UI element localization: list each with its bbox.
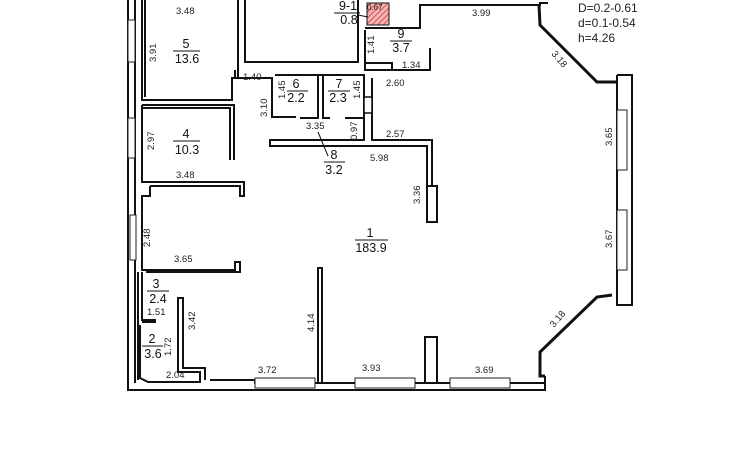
- walls: [127, 0, 633, 391]
- label-text: 0.67: [367, 3, 383, 12]
- label-text: 3.93: [362, 363, 381, 374]
- window: [129, 214, 137, 261]
- label-text: 1.34: [402, 60, 421, 71]
- label-text: 2.60: [386, 78, 405, 89]
- room-label-3: 32.4: [147, 277, 169, 306]
- label-text: 3.65: [174, 254, 193, 265]
- room-label-7: 72.3: [328, 77, 350, 105]
- label-text: 3: [153, 277, 160, 291]
- window: [254, 377, 316, 389]
- plan-line: [322, 75, 330, 119]
- label-text: 3.7: [392, 41, 409, 55]
- room-label-6: 62.2: [287, 77, 308, 105]
- label-text: 0.97: [349, 122, 360, 141]
- label-text: 4.14: [306, 314, 317, 333]
- dimension-labels: 3.48 3.91 1.40 2.97 3.48 1.45 3.10 1.45 …: [142, 3, 615, 381]
- plan-line: [366, 2, 390, 26]
- plan-line: [538, 293, 613, 378]
- plan-line: [142, 104, 235, 160]
- label-text: 3.42: [187, 312, 198, 331]
- plan-line: [142, 107, 231, 160]
- label-text: 10.3: [175, 143, 199, 157]
- plan-line: [317, 131, 329, 157]
- label-text: 3.91: [148, 44, 159, 63]
- label-text: 5: [183, 37, 190, 51]
- plan-line: [364, 30, 431, 71]
- room-label-4: 410.3: [173, 127, 200, 157]
- plan-line: [430, 2, 548, 6]
- label-text: 1.41: [366, 36, 377, 55]
- label-text: 3.65: [604, 128, 615, 147]
- plan-line: [363, 96, 373, 114]
- plan-line: [365, 62, 393, 69]
- plan-line: [141, 0, 239, 101]
- window: [449, 377, 511, 389]
- plan-line: [275, 74, 319, 119]
- label-text: 6: [293, 77, 300, 91]
- label-text: 2.97: [146, 132, 157, 151]
- label-text: 7: [336, 77, 343, 91]
- label-text: 9-1: [339, 0, 357, 13]
- plan-line: [269, 75, 438, 223]
- label-text: 3.72: [258, 365, 277, 376]
- label-text: 2.04: [166, 370, 185, 381]
- plan-line: [141, 272, 156, 323]
- label-text: 8: [331, 148, 338, 162]
- plan-line: [317, 267, 323, 384]
- window: [127, 19, 136, 63]
- plan-line: [537, 4, 617, 84]
- plan-line: [139, 297, 206, 383]
- label-text: 2.48: [142, 229, 153, 248]
- room-label-8: 83.2: [317, 131, 345, 177]
- label-text: 9: [398, 27, 405, 41]
- window: [616, 209, 628, 271]
- label-text: 13.6: [175, 52, 199, 66]
- plan-line: [141, 186, 241, 273]
- spec-h: h=4.26: [578, 31, 615, 45]
- label-text: 1.40: [243, 72, 262, 83]
- label-text: 3.35: [306, 121, 325, 132]
- label-text: 0.8: [340, 13, 357, 27]
- room-label-9: 93.7: [390, 27, 412, 55]
- plan-line: [365, 4, 430, 29]
- window: [616, 109, 628, 171]
- room-label-9-1: 9-10.8: [334, 0, 369, 27]
- label-text: 2.2: [287, 91, 304, 105]
- label-text: 2.4: [149, 292, 166, 306]
- label-text: 3.6: [144, 347, 161, 361]
- label-text: 3.67: [604, 230, 615, 249]
- plan-line: [234, 70, 296, 118]
- label-text: 3.69: [475, 365, 494, 376]
- label-text: 3.36: [412, 186, 423, 205]
- label-text: 5.98: [370, 153, 389, 164]
- label-text: 3.99: [472, 8, 491, 19]
- spec-d: d=0.1-0.54: [578, 16, 636, 30]
- plan-line: [357, 14, 369, 18]
- label-text: 2.3: [329, 91, 346, 105]
- label-text: 2.57: [386, 129, 405, 140]
- label-text: 2: [149, 332, 156, 346]
- label-text: 1.45: [277, 81, 288, 100]
- label-text: 1.72: [163, 338, 174, 357]
- label-text: 1.45: [352, 81, 363, 100]
- specifications: D=0.2-0.61 d=0.1-0.54 h=4.26: [578, 1, 638, 45]
- label-text: 3.2: [325, 163, 342, 177]
- window: [354, 377, 416, 389]
- plan-line: [424, 336, 438, 383]
- label-text: 3.48: [176, 170, 195, 181]
- plan-line: [244, 0, 359, 63]
- window: [127, 117, 136, 159]
- label-text: 1.51: [147, 307, 166, 318]
- label-text: 3.48: [176, 6, 195, 17]
- room-label-2: 23.6: [142, 332, 163, 361]
- label-text: 3.10: [259, 99, 270, 118]
- label-text: 4: [183, 127, 190, 141]
- spec-D: D=0.2-0.61: [578, 1, 638, 15]
- label-text: 183.9: [355, 241, 386, 255]
- plan-line: [141, 105, 245, 197]
- room-label-5: 513.6: [173, 37, 200, 66]
- label-text: 1: [367, 226, 374, 240]
